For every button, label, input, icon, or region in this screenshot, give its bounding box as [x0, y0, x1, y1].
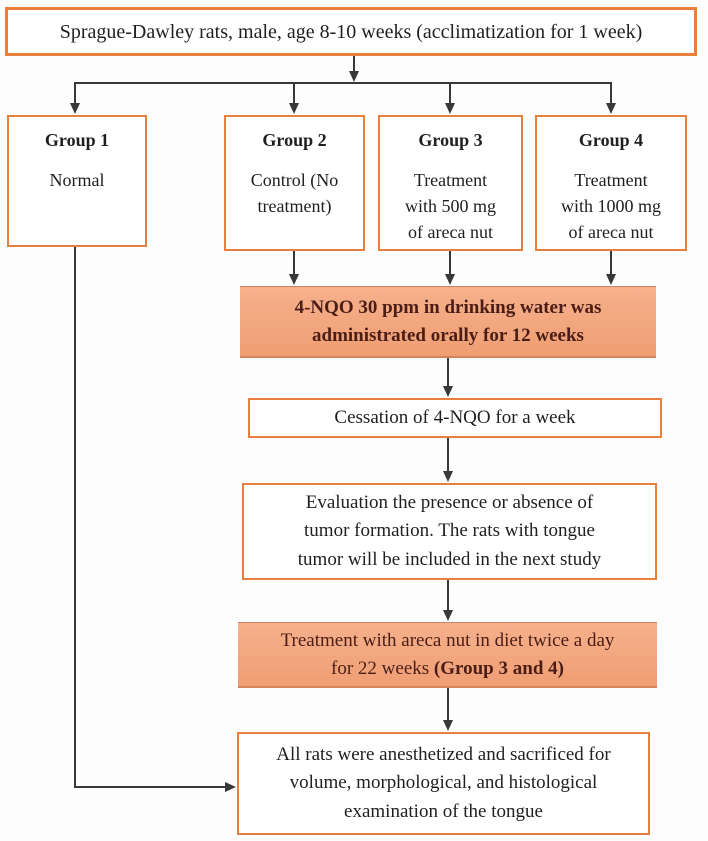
group-1-title: Group 1 [44, 130, 110, 150]
box-group-2: Group 2 Control (No treatment) [224, 115, 365, 251]
group-2-body: Control (No treatment) [250, 170, 339, 217]
box-group-4: Group 4 Treatment with 1000 mg of areca … [535, 115, 687, 251]
box-tumor-evaluation-text: Evaluation the presence or absence of tu… [297, 491, 602, 570]
box-group-3: Group 3 Treatment with 500 mg of areca n… [378, 115, 523, 251]
box-areca-treatment-text: Treatment with areca nut in diet twice a… [281, 627, 615, 684]
box-rats-acclimatization: Sprague-Dawley rats, male, age 8-10 week… [5, 7, 697, 56]
box-areca-treatment-groups: (Group 3 and 4) [433, 658, 564, 679]
group-3-body: Treatment with 500 mg of areca nut [404, 170, 496, 243]
group-2-title: Group 2 [262, 130, 327, 150]
box-cessation: Cessation of 4-NQO for a week [248, 398, 662, 438]
box-areca-treatment-prefix: Treatment with areca nut in diet twice a… [280, 629, 615, 680]
group-4-body: Treatment with 1000 mg of areca nut [560, 170, 661, 243]
box-tumor-evaluation: Evaluation the presence or absence of tu… [242, 483, 657, 580]
box-cessation-text: Cessation of 4-NQO for a week [334, 406, 576, 428]
box-4nqo-administration: 4-NQO 30 ppm in drinking water was admin… [240, 286, 656, 358]
group-3-title: Group 3 [418, 130, 483, 150]
box-rats-acclimatization-text: Sprague-Dawley rats, male, age 8-10 week… [59, 20, 643, 43]
group-4-title: Group 4 [578, 130, 644, 150]
box-group-1: Group 1 Normal [7, 115, 147, 247]
group-1-body: Normal [49, 170, 105, 191]
box-areca-treatment: Treatment with areca nut in diet twice a… [238, 622, 657, 688]
box-sacrifice-examination-text: All rats were anesthetized and sacrifice… [276, 743, 611, 822]
box-sacrifice-examination: All rats were anesthetized and sacrifice… [237, 732, 650, 835]
box-4nqo-administration-text: 4-NQO 30 ppm in drinking water was admin… [294, 296, 602, 347]
connector-group1-to-final [74, 247, 236, 792]
